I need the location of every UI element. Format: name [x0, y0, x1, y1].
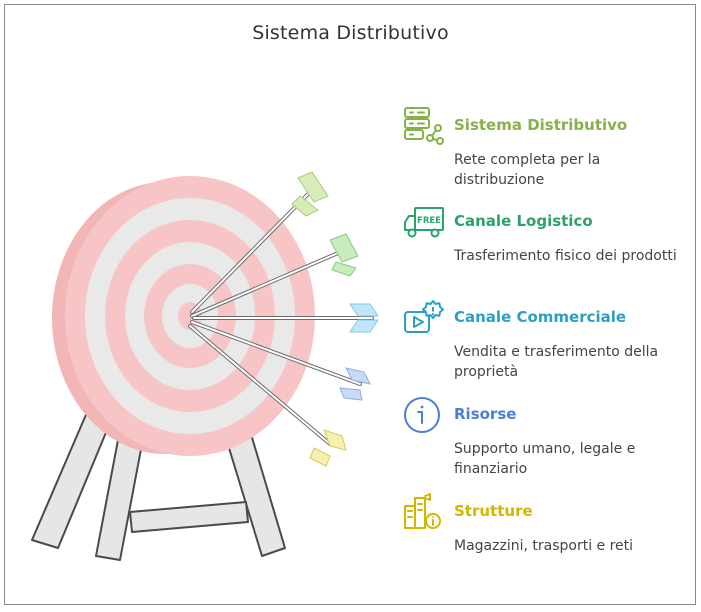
- arrow-green: [190, 171, 329, 314]
- server-network-icon: [404, 107, 444, 145]
- item-label: Canale Logistico: [454, 212, 593, 230]
- arrow-cyan: [192, 303, 379, 333]
- item-description: Magazzini, trasporti e reti: [454, 538, 634, 554]
- item-description: Vendita e trasferimento della proprietà: [454, 344, 659, 380]
- arrow-blue: [190, 320, 371, 401]
- arrow-yellow: [188, 324, 347, 467]
- info-icon: [404, 397, 440, 433]
- video-alert-icon: [404, 300, 445, 333]
- arrow-teal: [190, 233, 359, 318]
- item-label: Strutture: [454, 502, 533, 520]
- building-info-icon: [404, 493, 441, 529]
- item-label: Risorse: [454, 405, 517, 423]
- diagram-title: Sistema Distributivo: [252, 22, 449, 44]
- free-delivery-truck-icon: FREE: [404, 207, 444, 238]
- svg-text:FREE: FREE: [417, 216, 441, 226]
- item-description: Supporto umano, legale e finanziario: [454, 441, 636, 477]
- item-label: Sistema Distributivo: [454, 116, 628, 134]
- item-label: Canale Commerciale: [454, 308, 627, 326]
- item-description: Trasferimento fisico dei prodotti: [454, 248, 677, 264]
- item-description: Rete completa per la distribuzione: [454, 152, 601, 188]
- arrows: [188, 171, 379, 467]
